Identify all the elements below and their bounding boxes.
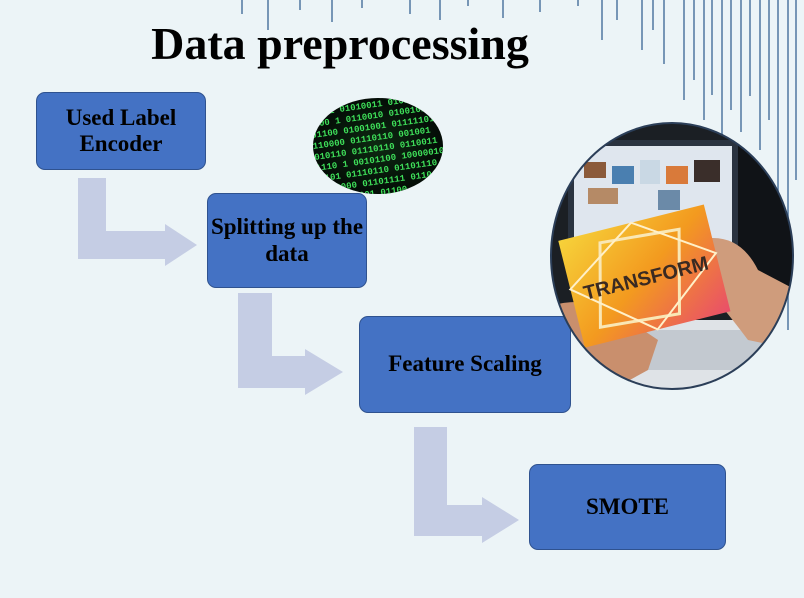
page-title: Data preprocessing (151, 18, 529, 69)
step-label: SMOTE (585, 493, 670, 519)
step-label: Splitting up the data (210, 214, 364, 266)
binary-code-image: 0111 01010011 010110 1100 1 0110010 0100… (313, 98, 443, 195)
step-label: Feature Scaling (388, 351, 542, 377)
step-label: Used Label Encoder (65, 104, 177, 156)
step-label-encoder: Used Label Encoder (36, 92, 206, 170)
svg-text:0110 1001 01100: 0110 1001 01100 (326, 184, 408, 195)
transform-photo: TRANSFORM (550, 122, 794, 390)
step-smote: SMOTE (529, 464, 726, 550)
step-feature-scaling: Feature Scaling (359, 316, 571, 413)
step-splitting-data: Splitting up the data (207, 193, 367, 288)
